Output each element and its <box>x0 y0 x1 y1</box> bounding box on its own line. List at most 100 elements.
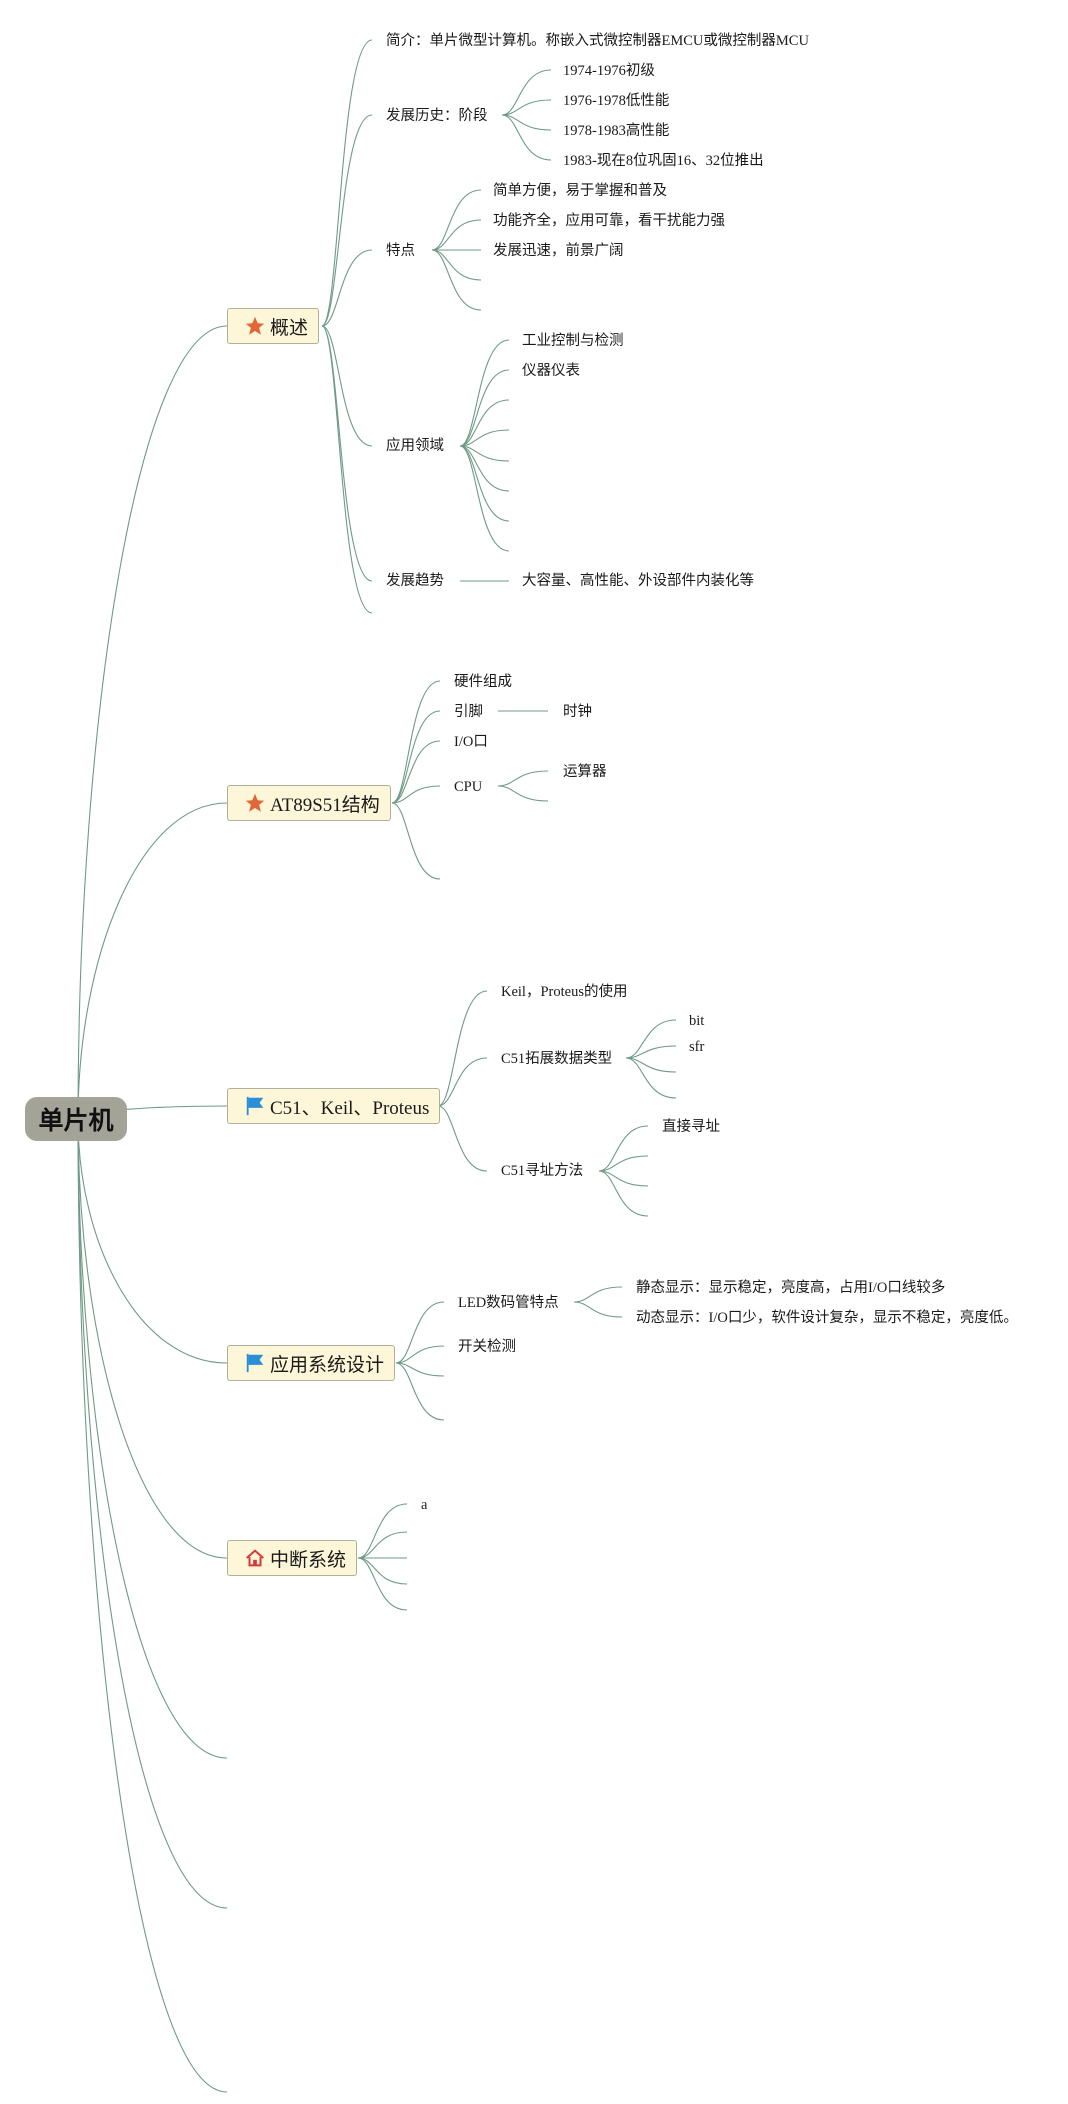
connector <box>437 1105 488 1172</box>
topic-design[interactable]: 应用系统设计 <box>227 1345 396 1381</box>
c51-direct[interactable]: 直接寻址 <box>662 1119 720 1135</box>
connector <box>357 1503 408 1559</box>
topic-structure[interactable]: AT89S51结构 <box>227 785 391 821</box>
connector <box>625 1019 677 1059</box>
connector <box>391 710 441 804</box>
connector <box>459 429 510 447</box>
connector <box>77 325 228 1120</box>
connector <box>391 680 441 804</box>
topic-label: 概述 <box>270 317 309 339</box>
connector <box>437 1057 488 1107</box>
design-led[interactable]: LED数码管特点 <box>458 1295 559 1311</box>
overview-trend[interactable]: 发展趋势 <box>386 573 444 589</box>
history-item[interactable]: 1978-1983高性能 <box>563 123 670 139</box>
connector <box>395 1345 445 1364</box>
connector <box>625 1045 677 1059</box>
overview-apps[interactable]: 应用领域 <box>386 438 444 454</box>
topic-interrupt[interactable]: 中断系统 <box>227 1540 358 1576</box>
history-item[interactable]: 1983-现在8位巩固16、32位推出 <box>563 153 764 169</box>
connector <box>573 1301 623 1318</box>
feature-item[interactable]: 功能齐全，应用可靠，看干扰能力强 <box>493 213 725 229</box>
connector <box>459 339 510 447</box>
overview-features[interactable]: 特点 <box>386 243 415 259</box>
connector <box>437 990 488 1107</box>
connector <box>459 445 510 492</box>
topic-label: 应用系统设计 <box>270 1354 385 1376</box>
connector <box>321 325 373 614</box>
connector <box>77 1118 228 1759</box>
connector <box>501 99 552 116</box>
feature-item[interactable]: 发展迅速，前景广阔 <box>493 243 624 259</box>
connector <box>598 1170 649 1217</box>
topic-label: 中断系统 <box>270 1549 347 1571</box>
design-static[interactable]: 静态显示：显示稳定，亮度高，占用I/O口线较多 <box>636 1280 946 1296</box>
overview-history[interactable]: 发展历史：阶段 <box>386 108 488 124</box>
connector <box>321 39 373 327</box>
history-item[interactable]: 1976-1978低性能 <box>563 93 670 109</box>
connector <box>77 1118 228 1559</box>
flag-icon <box>246 1353 264 1373</box>
home-icon <box>246 1549 264 1567</box>
connector <box>391 740 441 804</box>
c51-keil[interactable]: Keil，Proteus的使用 <box>501 984 628 1000</box>
design-dynamic[interactable]: 动态显示：I/O口少，软件设计复杂，显示不稳定，亮度低。 <box>636 1310 1018 1326</box>
c51-addr[interactable]: C51寻址方法 <box>501 1163 584 1179</box>
connector <box>77 1118 228 2093</box>
connector <box>321 249 373 327</box>
connector <box>391 802 441 880</box>
structure-hardware[interactable]: 硬件组成 <box>454 674 512 690</box>
topic-overview[interactable]: 概述 <box>227 308 320 344</box>
connector <box>497 785 549 802</box>
history-item[interactable]: 1974-1976初级 <box>563 63 655 79</box>
star-icon <box>245 316 265 335</box>
connector <box>391 785 441 804</box>
topic-label: AT89S51结构 <box>270 794 380 816</box>
topic-c51[interactable]: C51、Keil、Proteus <box>227 1088 441 1124</box>
star-icon <box>245 793 265 812</box>
structure-io[interactable]: I/O口 <box>454 734 488 750</box>
structure-clock[interactable]: 时钟 <box>563 704 592 720</box>
connector <box>459 445 510 552</box>
c51-sfr[interactable]: sfr <box>689 1039 705 1055</box>
connector <box>431 219 482 251</box>
connector <box>598 1170 649 1187</box>
overview-intro[interactable]: 简介：单片微型计算机。称嵌入式微控制器EMCU或微控制器MCU <box>386 33 809 49</box>
connector <box>395 1301 445 1364</box>
connector <box>321 325 373 447</box>
c51-types[interactable]: C51拓展数据类型 <box>501 1051 613 1067</box>
structure-pins[interactable]: 引脚 <box>454 704 483 720</box>
connector <box>77 1118 228 1364</box>
connector <box>431 249 482 311</box>
connector <box>625 1057 677 1073</box>
trend-item[interactable]: 大容量、高性能、外设部件内装化等 <box>522 573 754 589</box>
connector <box>459 399 510 447</box>
connector <box>77 802 228 1120</box>
connector <box>573 1286 623 1303</box>
apps-item[interactable]: 仪器仪表 <box>522 363 580 379</box>
apps-item[interactable]: 工业控制与检测 <box>522 333 624 349</box>
connector <box>501 114 552 131</box>
connector <box>77 1118 228 1909</box>
feature-item[interactable]: 简单方便，易于掌握和普及 <box>493 183 667 199</box>
connector <box>357 1557 408 1611</box>
connector <box>501 69 552 116</box>
connector <box>395 1362 445 1421</box>
c51-bit[interactable]: bit <box>689 1013 705 1029</box>
connector <box>459 445 510 522</box>
flag-icon <box>246 1096 264 1116</box>
connector <box>459 369 510 447</box>
connector <box>598 1155 649 1172</box>
connector <box>598 1125 649 1172</box>
interrupt-a[interactable]: a <box>421 1497 428 1513</box>
connector <box>357 1531 408 1559</box>
connector <box>501 114 552 161</box>
structure-cpu[interactable]: CPU <box>454 779 483 795</box>
connector <box>431 189 482 251</box>
connector <box>497 770 549 787</box>
topic-label: C51、Keil、Proteus <box>270 1097 430 1119</box>
structure-alu[interactable]: 运算器 <box>563 764 607 780</box>
root-node[interactable]: 单片机 <box>25 1097 127 1141</box>
design-switch[interactable]: 开关检测 <box>458 1339 516 1355</box>
connector <box>321 325 373 582</box>
